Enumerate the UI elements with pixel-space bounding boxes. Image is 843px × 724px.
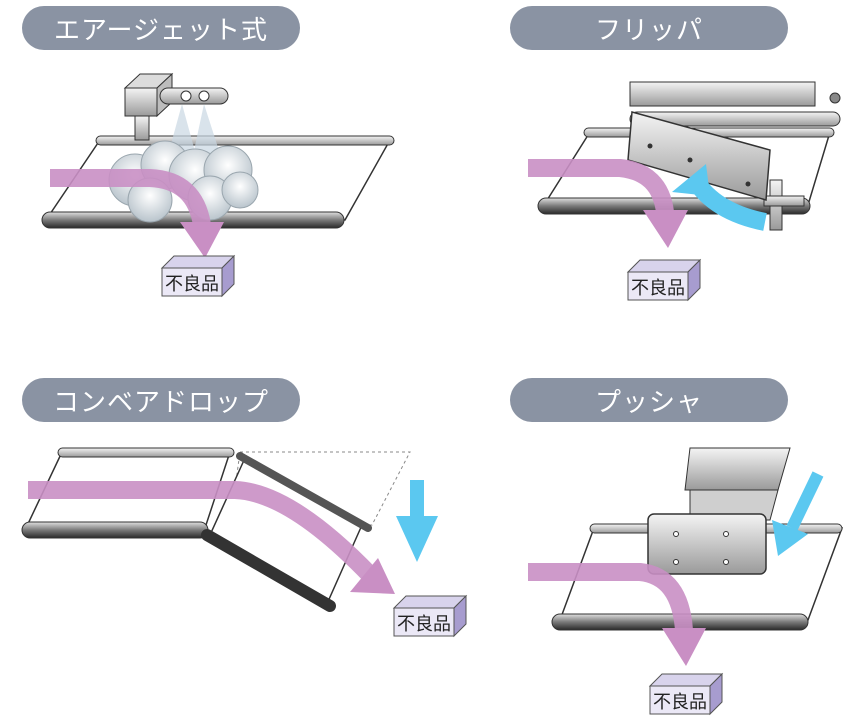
reject-label: 不良品 bbox=[165, 274, 219, 295]
reject-flow-arrow bbox=[50, 169, 211, 227]
air-jet-illustration: 不良品 bbox=[41, 72, 395, 298]
pusher-motion-arrow bbox=[772, 520, 808, 556]
drop-motion-arrow bbox=[396, 516, 438, 562]
title-conveyor-drop: コンベアドロップ bbox=[22, 378, 300, 422]
flipper-plate bbox=[627, 111, 771, 201]
pusher-illustration: 不良品 bbox=[528, 447, 843, 716]
reject-label: 不良品 bbox=[631, 278, 685, 299]
reject-label: 不良品 bbox=[653, 692, 707, 713]
pusher-plate bbox=[647, 513, 767, 575]
reject-flow-arrow bbox=[528, 159, 674, 214]
conveyor-drop-illustration: 不良品 bbox=[21, 447, 468, 638]
reject-label: 不良品 bbox=[397, 614, 451, 635]
ghost-conveyor bbox=[229, 451, 411, 526]
title-air-jet: エアージェット式 bbox=[22, 6, 300, 50]
flipper-illustration: 不良品 bbox=[528, 81, 841, 302]
reject-box: 不良品 bbox=[392, 594, 468, 638]
jet-nozzle-body bbox=[124, 87, 158, 117]
title-pusher: プッシャ bbox=[510, 378, 788, 422]
title-flipper: フリッパ bbox=[510, 6, 788, 50]
pusher-cylinder bbox=[684, 447, 791, 491]
reject-box: 不良品 bbox=[648, 672, 724, 716]
reject-box: 不良品 bbox=[160, 254, 236, 298]
jet-nozzle-bar bbox=[159, 87, 229, 105]
reject-flow-arrow bbox=[528, 563, 693, 631]
reject-box: 不良品 bbox=[626, 258, 702, 302]
reject-flow-arrow bbox=[28, 481, 377, 582]
